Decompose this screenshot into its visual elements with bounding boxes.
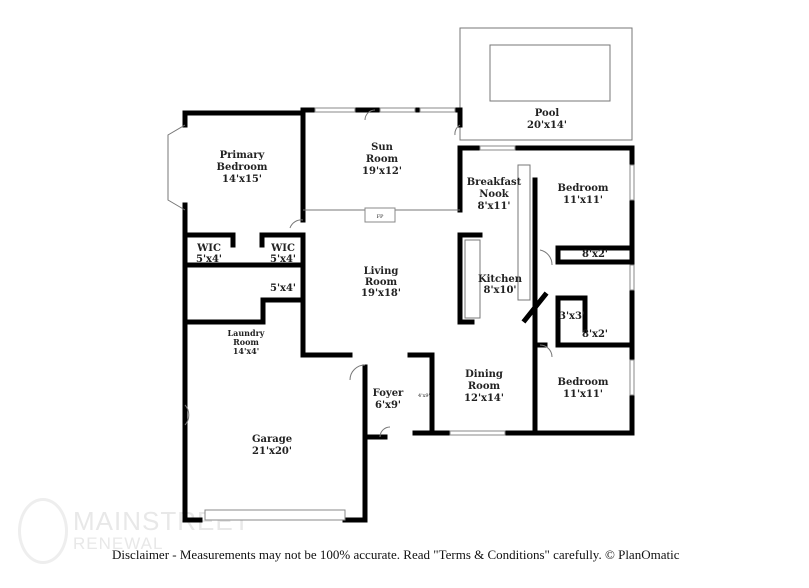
label: Kitchen bbox=[478, 274, 523, 285]
label: 8'x11' bbox=[478, 201, 511, 212]
window bbox=[379, 107, 416, 113]
window bbox=[419, 107, 456, 113]
window bbox=[479, 145, 516, 151]
logo-icon bbox=[18, 498, 68, 564]
label: Room bbox=[233, 337, 259, 347]
label: Room bbox=[366, 154, 399, 165]
pool-icon bbox=[489, 44, 611, 102]
label: Sun bbox=[371, 142, 393, 153]
walls bbox=[182, 107, 635, 523]
pool-area bbox=[459, 27, 633, 141]
label: Foyer bbox=[373, 388, 404, 399]
label: 20'x14' bbox=[527, 120, 567, 131]
label: Pool bbox=[535, 108, 560, 119]
label: Room bbox=[365, 277, 398, 288]
label: Bedroom bbox=[217, 162, 268, 173]
label: 3'x3' bbox=[559, 311, 585, 322]
label: WIC bbox=[196, 243, 221, 254]
label: 11'x11' bbox=[563, 195, 603, 206]
label: 5'x4' bbox=[196, 254, 222, 265]
fireplace-icon bbox=[364, 207, 396, 223]
kitchen-counter bbox=[464, 239, 481, 319]
label: WIC bbox=[270, 243, 295, 254]
label: Bedroom bbox=[558, 183, 609, 194]
label: 8'x2' bbox=[582, 329, 608, 340]
label: 19'x12' bbox=[362, 166, 402, 177]
label: 8'x2' bbox=[582, 249, 608, 260]
label: 12'x14' bbox=[464, 393, 504, 404]
label: 14'x4' bbox=[233, 346, 259, 356]
kitchen-counter bbox=[517, 164, 531, 301]
label: 8'x10' bbox=[484, 285, 517, 296]
room-labels: Primary Bedroom 14'x15' Sun Room 19'x12'… bbox=[196, 108, 609, 457]
watermark-line-2: RENEWAL bbox=[73, 534, 164, 553]
window bbox=[629, 359, 635, 396]
label: 5'x4' bbox=[270, 283, 296, 294]
label: FP bbox=[377, 214, 384, 220]
label: 14'x15' bbox=[222, 174, 262, 185]
label: Nook bbox=[479, 189, 509, 200]
label: 6'x9' bbox=[375, 400, 401, 411]
window bbox=[314, 107, 356, 113]
label: Primary bbox=[220, 150, 266, 161]
label: 11'x11' bbox=[563, 389, 603, 400]
label: Room bbox=[468, 381, 501, 392]
label: Laundry bbox=[228, 328, 265, 338]
label: Garage bbox=[252, 434, 292, 445]
garage-door bbox=[204, 509, 346, 521]
window bbox=[629, 164, 635, 201]
label: Dining bbox=[465, 369, 503, 380]
doors bbox=[184, 109, 553, 438]
bay-window bbox=[167, 124, 186, 211]
label: 19'x18' bbox=[361, 288, 401, 299]
label: 21'x20' bbox=[252, 446, 292, 457]
window bbox=[629, 264, 635, 291]
window bbox=[449, 430, 506, 436]
disclaimer-text: Disclaimer - Measurements may not be 100… bbox=[112, 547, 680, 562]
label: Living bbox=[364, 266, 399, 277]
label: Bedroom bbox=[558, 377, 609, 388]
label: 5'x4' bbox=[270, 254, 296, 265]
label: 4'x9' bbox=[418, 393, 430, 399]
label: Breakfast bbox=[467, 177, 522, 188]
